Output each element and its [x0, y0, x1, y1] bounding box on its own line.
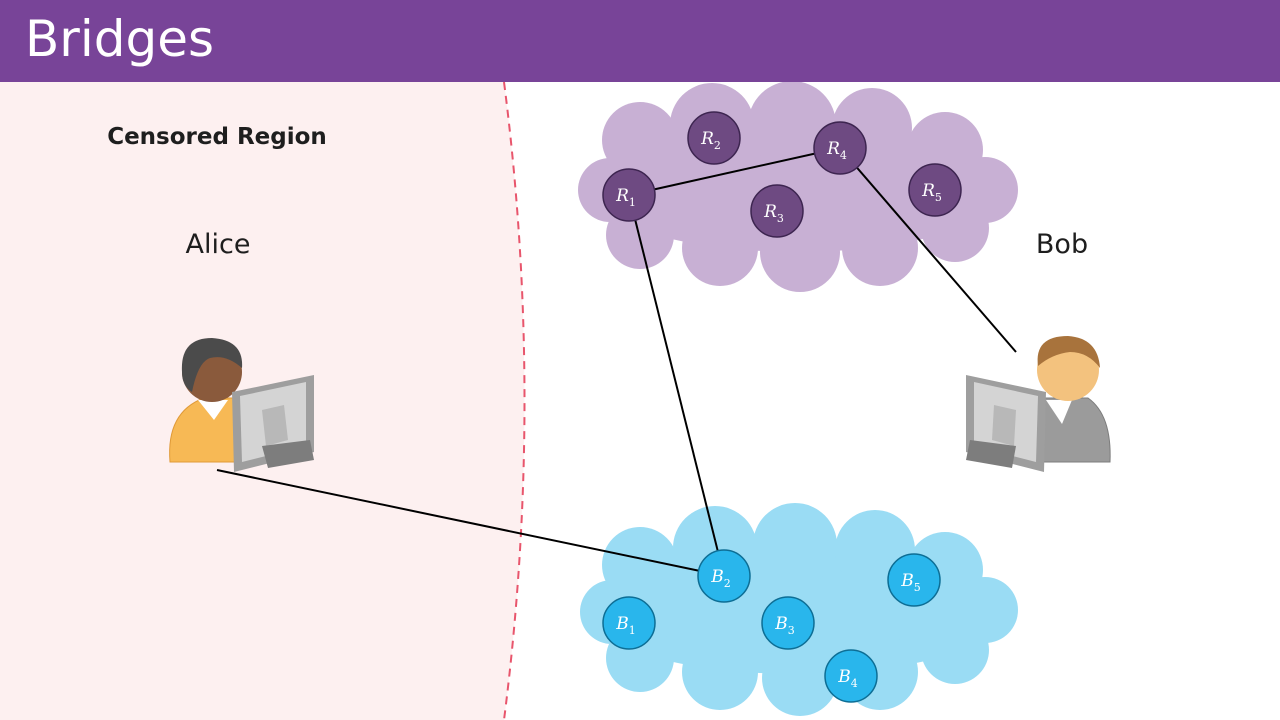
node-r3: R3 [750, 184, 804, 238]
node-b4-circle [824, 649, 878, 703]
bob-body [1033, 397, 1111, 463]
bridges-diagram: Censored Region [0, 82, 1111, 720]
node-b4-label: B4 [837, 667, 858, 690]
node-r5: R5 [908, 163, 962, 217]
node-b5-circle [887, 553, 941, 607]
connection-r4-bob [839, 147, 1017, 353]
node-b2-circle [697, 549, 751, 603]
node-r4-label: R4 [826, 139, 847, 162]
slide-header: Bridges [0, 0, 1280, 82]
node-r1-circle [602, 168, 656, 222]
connection-b2-r1 [628, 194, 725, 577]
node-r3-label: R3 [763, 202, 784, 225]
censor-border [503, 82, 526, 720]
node-b1-circle [602, 596, 656, 650]
node-b2-label: B2 [710, 567, 731, 590]
node-b3: B3 [761, 596, 815, 650]
node-r3-circle [750, 184, 804, 238]
connection-alice-b2 [216, 469, 725, 577]
node-r1-label: R1 [615, 186, 636, 209]
node-b3-circle [761, 596, 815, 650]
node-b2: B2 [697, 549, 751, 603]
alice-computer-icon [232, 375, 314, 472]
node-r4: R4 [813, 121, 867, 175]
bob-label: Bob [1036, 229, 1088, 260]
node-r4-circle [813, 121, 867, 175]
alice-hair [181, 338, 243, 392]
connection-r1-r4 [628, 147, 841, 196]
bob-figure: Bob [966, 229, 1111, 472]
node-r2-label: R2 [700, 129, 721, 152]
slide-title: Bridges [25, 10, 215, 68]
node-b5: B5 [887, 553, 941, 607]
node-b5-label: B5 [900, 571, 921, 594]
region-label: Censored Region [107, 124, 327, 150]
node-b1: B1 [602, 596, 656, 650]
node-r2: R2 [687, 111, 741, 165]
alice-figure: Alice [169, 229, 314, 472]
node-r5-label: R5 [921, 181, 942, 204]
node-r1: R1 [602, 168, 656, 222]
node-r2-circle [687, 111, 741, 165]
alice-label: Alice [186, 229, 251, 260]
connections [216, 147, 1017, 577]
node-b1-label: B1 [615, 614, 636, 637]
node-b4: B4 [824, 649, 878, 703]
bob-computer-icon [966, 375, 1046, 472]
node-b3-label: B3 [774, 614, 795, 637]
node-r5-circle [908, 163, 962, 217]
bob-hair [1037, 336, 1100, 368]
